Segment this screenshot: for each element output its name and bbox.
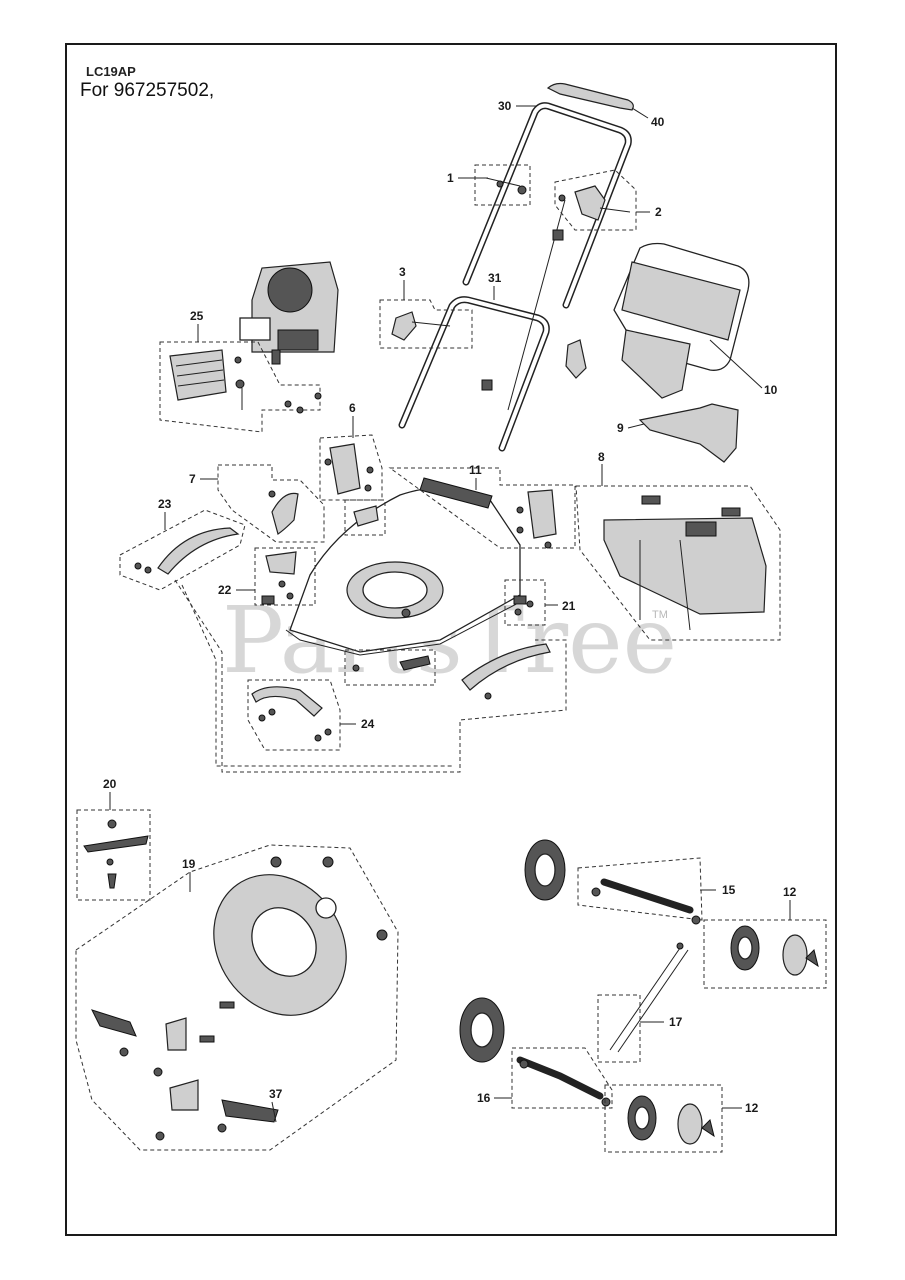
callout-box-17 bbox=[597, 994, 641, 1063]
callout-7: 7 bbox=[189, 472, 196, 486]
callout-12-lower: 12 bbox=[745, 1101, 759, 1115]
callout-24: 24 bbox=[361, 717, 375, 731]
callout-box-7 bbox=[217, 464, 325, 543]
callout-30: 30 bbox=[498, 99, 512, 113]
rear-skirt-23 bbox=[134, 527, 240, 575]
mulch-plug-8 bbox=[603, 495, 767, 631]
callout-17: 17 bbox=[669, 1015, 683, 1029]
callout-box-deck-outline-inner bbox=[181, 584, 454, 767]
callout-15: 15 bbox=[722, 883, 736, 897]
leader-10 bbox=[709, 339, 763, 389]
rear-wheel-upper bbox=[524, 839, 566, 901]
throttle-control-2 bbox=[558, 185, 631, 221]
callout-box-20 bbox=[76, 809, 151, 901]
bag-frame-9 bbox=[638, 403, 739, 463]
callout-10: 10 bbox=[764, 383, 778, 397]
height-bracket-6 bbox=[324, 443, 374, 495]
callout-6: 6 bbox=[349, 401, 356, 415]
deck-plate bbox=[352, 655, 431, 672]
handle-knob-3 bbox=[391, 311, 587, 379]
callout-box-19 bbox=[75, 844, 399, 1151]
cable-clip bbox=[552, 229, 564, 241]
callout-16: 16 bbox=[477, 1091, 491, 1105]
grass-bag-10 bbox=[613, 242, 750, 399]
rear-flap-11 bbox=[419, 477, 493, 509]
callout-1: 1 bbox=[447, 171, 454, 185]
model-number-line: For 967257502, bbox=[80, 80, 215, 101]
callout-2: 2 bbox=[655, 205, 662, 219]
bracket-21 bbox=[513, 595, 534, 616]
leader-40 bbox=[631, 107, 649, 119]
callout-box-12-upper bbox=[703, 919, 827, 989]
front-wheel-lower bbox=[459, 997, 505, 1063]
blade-knife-37 bbox=[91, 1001, 279, 1141]
blade-20 bbox=[83, 819, 149, 889]
front-skirt bbox=[461, 643, 551, 700]
rear-axle-15 bbox=[591, 878, 701, 925]
blade-disc-19 bbox=[213, 856, 388, 1016]
callout-19: 19 bbox=[182, 857, 196, 871]
cover-22 bbox=[261, 551, 297, 605]
callout-box-21 bbox=[504, 579, 546, 626]
callout-box-6b bbox=[388, 467, 576, 549]
callout-23: 23 bbox=[158, 497, 172, 511]
callout-9: 9 bbox=[617, 421, 624, 435]
diagram-frame bbox=[65, 43, 837, 1236]
callout-box-8 bbox=[575, 485, 781, 641]
callout-20: 20 bbox=[103, 777, 117, 791]
engine-assembly bbox=[239, 261, 339, 365]
callout-25: 25 bbox=[190, 309, 204, 323]
leader-9 bbox=[627, 423, 645, 429]
callout-box-22 bbox=[254, 547, 316, 606]
height-adjuster-17 bbox=[609, 942, 689, 1053]
height-bracket-right bbox=[516, 489, 557, 549]
callout-22: 22 bbox=[218, 583, 232, 597]
callout-box-lever bbox=[344, 499, 386, 536]
callout-box-3 bbox=[379, 299, 473, 349]
mower-deck bbox=[285, 486, 525, 656]
front-axle-16 bbox=[516, 1056, 611, 1107]
watermark-trademark: TM bbox=[652, 609, 668, 621]
callout-3: 3 bbox=[399, 265, 406, 279]
model-code: LC19AP bbox=[86, 64, 136, 79]
callout-box-6 bbox=[319, 434, 383, 501]
front-handle-24 bbox=[251, 686, 332, 742]
handle-bolt-1 bbox=[485, 177, 527, 195]
callout-12-upper: 12 bbox=[783, 885, 797, 899]
rear-wheel-12-upper bbox=[730, 925, 819, 976]
axle-bracket-7 bbox=[268, 490, 299, 535]
callout-box-12-lower bbox=[604, 1084, 723, 1153]
height-lever-small bbox=[353, 505, 379, 527]
callout-11: 11 bbox=[469, 463, 482, 477]
callout-box-deck-outline bbox=[174, 579, 567, 773]
leader-37 bbox=[271, 1101, 277, 1123]
callout-21: 21 bbox=[562, 599, 576, 613]
callout-box-plate bbox=[344, 649, 436, 686]
callout-37: 37 bbox=[269, 1087, 283, 1101]
upper-handle-30 bbox=[462, 102, 632, 309]
callout-40: 40 bbox=[651, 115, 665, 129]
lower-handle-31 bbox=[398, 296, 550, 452]
front-wheel-12-lower bbox=[627, 1095, 715, 1145]
callout-box-23 bbox=[119, 509, 246, 591]
callout-box-1 bbox=[474, 164, 531, 206]
muffler-guard-25 bbox=[169, 349, 322, 414]
handle-grip-40 bbox=[546, 82, 634, 111]
callout-31: 31 bbox=[488, 271, 502, 285]
callout-box-25 bbox=[159, 341, 321, 433]
callout-box-15 bbox=[577, 857, 703, 921]
cable-clip-lower bbox=[481, 379, 493, 391]
callout-8: 8 bbox=[598, 450, 605, 464]
